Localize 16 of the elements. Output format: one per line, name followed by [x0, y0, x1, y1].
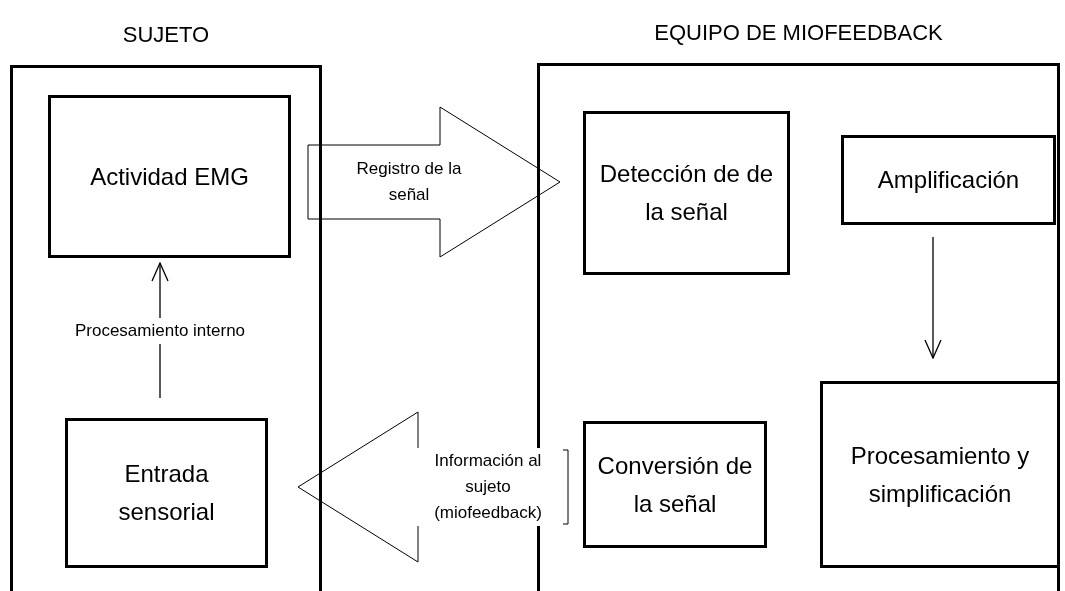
process-box	[841, 135, 1056, 225]
panel-heading: SUJETO	[122, 21, 210, 49]
box-label: Entrada sensorial	[117, 459, 216, 527]
process-box	[48, 95, 291, 258]
block-arrow	[307, 106, 561, 258]
process-box	[583, 421, 767, 548]
process-box	[820, 381, 1060, 568]
box-label: Procesamiento y simplificación	[849, 440, 1031, 509]
process-box	[65, 418, 268, 568]
box-label: Actividad EMG	[90, 161, 249, 192]
arrow	[924, 236, 942, 359]
process-box	[583, 111, 790, 275]
box-label: Detección de de la señal	[598, 159, 775, 227]
panel-heading: EQUIPO DE MIOFEEDBACK	[654, 19, 943, 47]
box-label: Amplificación	[877, 165, 1020, 195]
box-label: Conversión de la señal	[596, 450, 754, 519]
